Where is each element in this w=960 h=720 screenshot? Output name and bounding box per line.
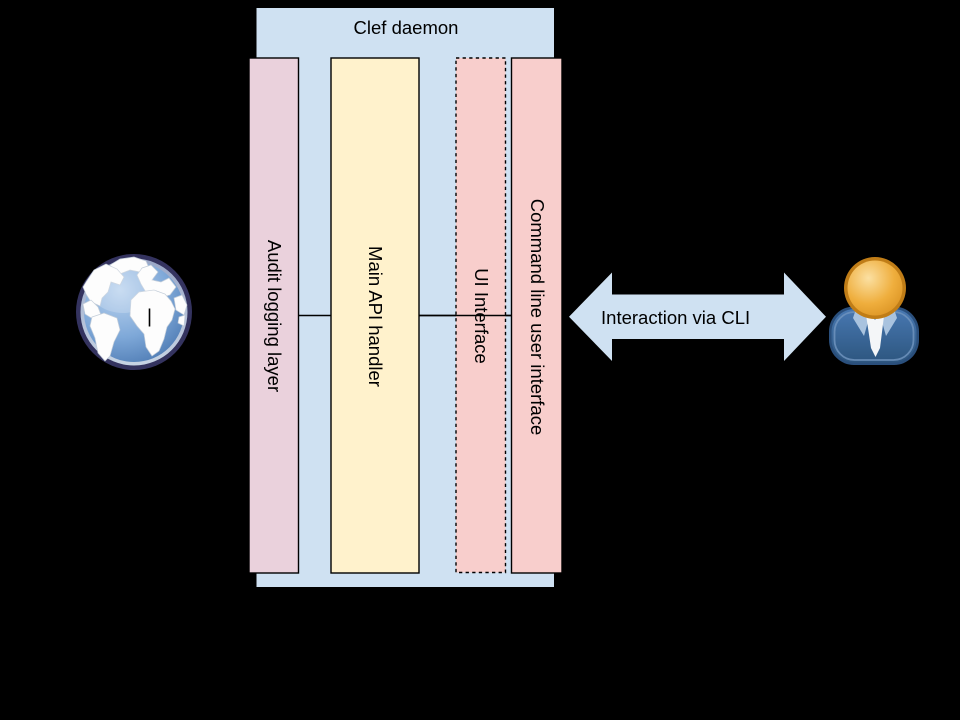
svg-text:Interaction via CLI: Interaction via CLI: [601, 307, 750, 328]
svg-text:Command line user interface: Command line user interface: [527, 199, 548, 436]
svg-text:UI Interface: UI Interface: [471, 268, 492, 364]
svg-text:Clef daemon: Clef daemon: [354, 17, 459, 38]
svg-text:Main API handler: Main API handler: [365, 246, 386, 387]
svg-text:Audit logging layer: Audit logging layer: [264, 240, 285, 392]
